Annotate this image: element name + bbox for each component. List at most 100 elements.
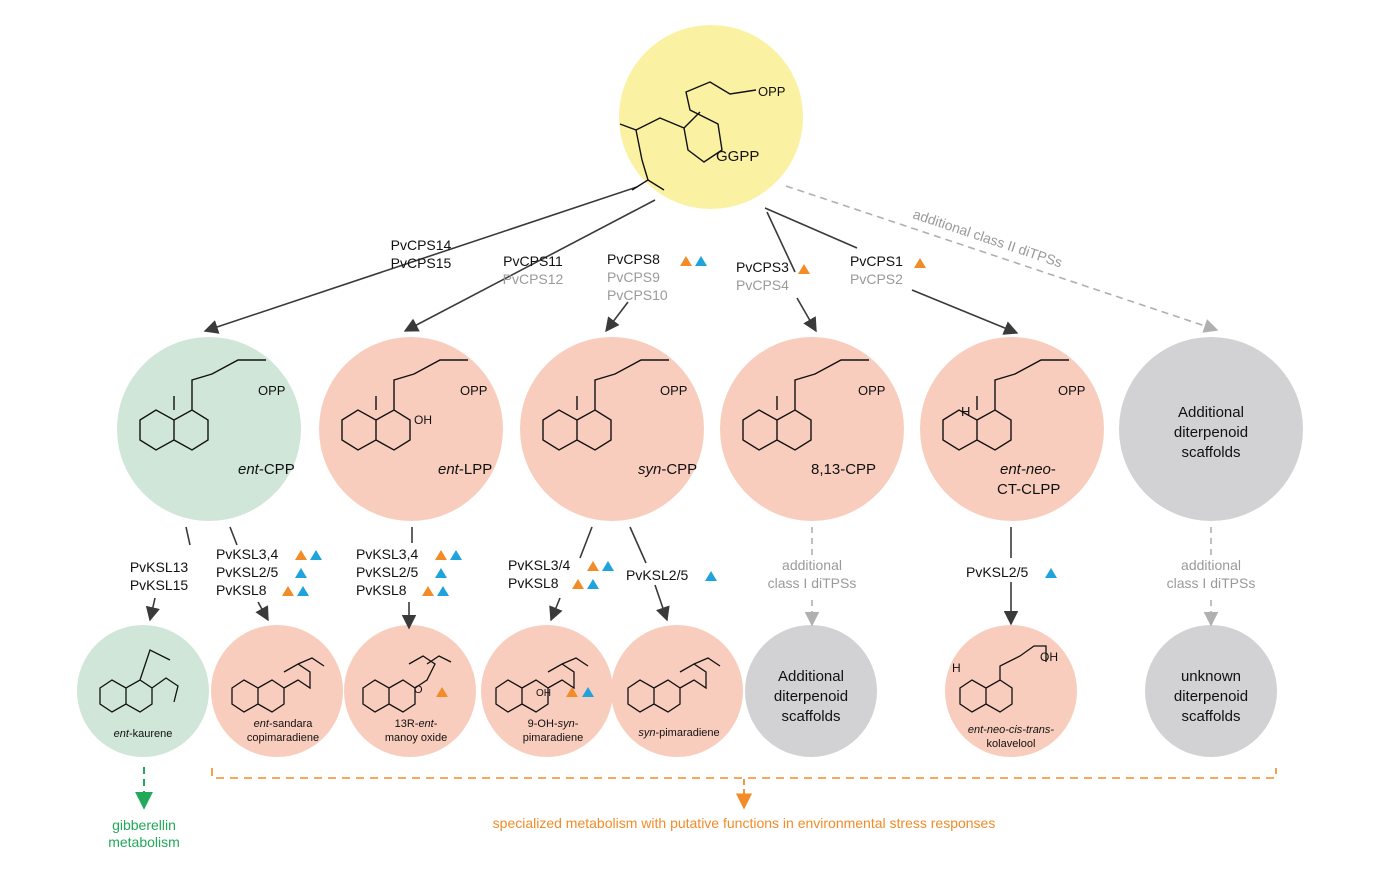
ksl-k4-line1: PvKSL3/4 [508, 557, 570, 573]
syn-pim-label: syn-pimaradiene [638, 727, 719, 739]
ent-neo-line1: ent-neo- [1000, 461, 1056, 478]
manoyl-o: O [414, 684, 423, 696]
blue-triangle-icon [1045, 568, 1057, 578]
additional-line1: Additional [1178, 404, 1244, 421]
unknown-line3: scaffolds [1182, 708, 1241, 725]
ent-cpp-circle [117, 337, 301, 521]
orange-triangle-icon [798, 264, 810, 274]
manoyl-line2: manoy oxide [385, 732, 447, 744]
kolavelool-line2: kolavelool [987, 738, 1036, 750]
blue-triangle-icon [297, 586, 309, 596]
ksl-k2-line2: PvKSL2/5 [216, 564, 278, 580]
kolavelool-circle [945, 625, 1077, 757]
ent-lpp-opp: OPP [460, 383, 487, 398]
blue-triangle-icon [705, 571, 717, 581]
cps-g3-gray1: PvCPS9 [607, 269, 660, 285]
ksl-k1-line1: PvKSL13 [130, 559, 189, 575]
orange-triangle-icon [572, 579, 584, 589]
cpp-813-label: 8,13-CPP [811, 461, 876, 478]
ksl-k2-line3: PvKSL8 [216, 582, 267, 598]
syn-cpp-opp: OPP [660, 383, 687, 398]
cps-g5-dark: PvCPS1 [850, 253, 903, 269]
orange-triangle-icon [282, 586, 294, 596]
orange-triangle-icon [295, 550, 307, 560]
ent-neo-line2: CT-CLPP [997, 481, 1060, 498]
kolavelool-oh: OH [1040, 650, 1058, 664]
orange-triangle-icon [422, 586, 434, 596]
specialized-bracket [211, 768, 1277, 779]
blue-triangle-icon [295, 568, 307, 578]
oh-syn-oh: OH [536, 688, 551, 699]
additional-product-line1: Additional [778, 668, 844, 685]
gibberellin-line2: metabolism [108, 834, 180, 850]
bicyclic-structure-icons [139, 359, 1069, 451]
blue-triangle-icon [602, 561, 614, 571]
additional-line3: scaffolds [1182, 444, 1241, 461]
additional-scaffolds-product-circle [745, 625, 877, 757]
cpp-813-opp: OPP [858, 383, 885, 398]
ggpp-circle [619, 25, 803, 209]
cps-g5-gray: PvCPS2 [850, 271, 903, 287]
cps-g6-label: additional class II diTPSs [911, 206, 1064, 271]
ksl-k8-line1: additional [1181, 557, 1241, 573]
ksl-k2-line1: PvKSL3,4 [216, 546, 278, 562]
orange-triangle-icon [435, 550, 447, 560]
syn-cpp-circle [520, 337, 704, 521]
ksl-k6-line2: class I diTPSs [768, 575, 857, 591]
dashed-class-i-arrows [804, 527, 1219, 627]
cps-g1-line1: PvCPS14 [391, 237, 452, 253]
ksl-k3-line2: PvKSL2/5 [356, 564, 418, 580]
blue-triangle-icon [450, 550, 462, 560]
unknown-scaffolds-circle [1145, 625, 1277, 757]
additional-line2: diterpenoid [1174, 424, 1248, 441]
cps-g4-gray: PvCPS4 [736, 277, 789, 293]
oh-syn-pimaradiene-circle [481, 625, 613, 757]
ent-cpp-label: ent-CPP [238, 461, 295, 478]
manoyl-line1: 13R-ent- [395, 718, 438, 730]
ksl-k3-line1: PvKSL3,4 [356, 546, 418, 562]
class-ii-dashed-arrow [785, 185, 1219, 333]
ent-lpp-label: ent-LPP [438, 461, 492, 478]
ksl-k7-label: PvKSL2/5 [966, 564, 1028, 580]
additional-product-line3: scaffolds [782, 708, 841, 725]
ksl-arrows [145, 526, 1019, 630]
blue-triangle-icon [435, 568, 447, 578]
blue-triangle-icon [310, 550, 322, 560]
ksl-k1-line2: PvKSL15 [130, 577, 189, 593]
cps-g3-gray2: PvCPS10 [607, 287, 668, 303]
blue-triangle-icon [437, 586, 449, 596]
ggpp-opp: OPP [758, 84, 785, 99]
ksl-k5-label: PvKSL2/5 [626, 567, 688, 583]
orange-triangle-icon [680, 256, 692, 266]
ent-sandara-line2: copimaradiene [247, 732, 319, 744]
syn-cpp-label: syn-CPP [638, 461, 697, 478]
blue-triangle-icon [695, 256, 707, 266]
additional-product-line2: diterpenoid [774, 688, 848, 705]
ksl-k4-line2: PvKSL8 [508, 575, 559, 591]
ent-sandara-line1: ent-sandara [254, 718, 314, 730]
ent-cpp-opp: OPP [258, 383, 285, 398]
cps-g2-dark: PvCPS11 [503, 253, 563, 269]
cps-arrows [203, 186, 1019, 335]
ksl-k3-line3: PvKSL8 [356, 582, 407, 598]
orange-triangle-icon [436, 687, 448, 697]
ent-neo-h: H [961, 404, 970, 419]
cps-g3-dark: PvCPS8 [607, 251, 660, 267]
ent-sandara-circle [211, 625, 343, 757]
orange-triangle-icon [587, 561, 599, 571]
blue-triangle-icon [582, 687, 594, 697]
enzyme-triangle-marks [282, 256, 1057, 697]
cps-g4-dark: PvCPS3 [736, 259, 789, 275]
cps-g2-gray: PvCPS12 [503, 271, 564, 287]
syn-pimaradiene-circle [611, 625, 743, 757]
ksl-k8-line2: class I diTPSs [1167, 575, 1256, 591]
unknown-line2: diterpenoid [1174, 688, 1248, 705]
ggpp-structure-icon [619, 81, 757, 191]
ent-lpp-oh: OH [414, 413, 432, 427]
unknown-line1: unknown [1181, 668, 1241, 685]
additional-scaffolds-circle [1119, 337, 1303, 521]
ksl-k6-line1: additional [782, 557, 842, 573]
kolavelool-line1: ent-neo-cis-trans- [968, 724, 1055, 736]
orange-triangle-icon [566, 687, 578, 697]
